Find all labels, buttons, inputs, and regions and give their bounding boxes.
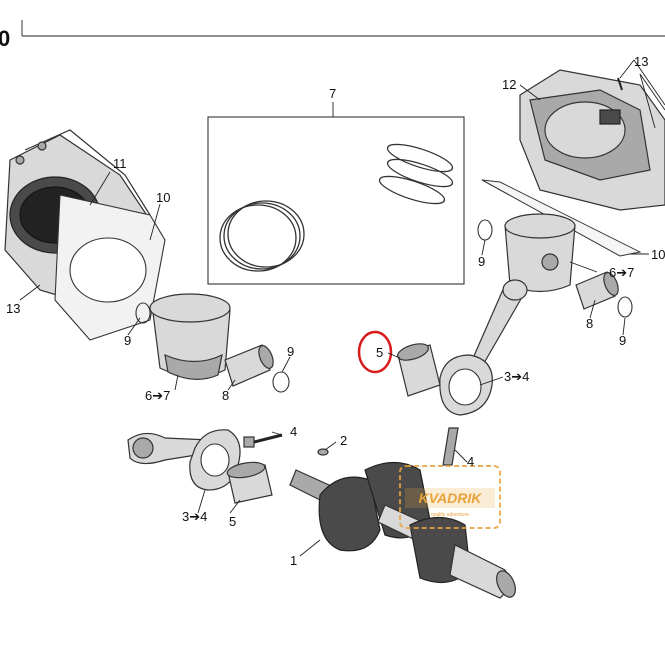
callout-8-left: 8 bbox=[222, 388, 229, 403]
circlip-left-a-icon bbox=[135, 302, 151, 324]
left-connecting-rod-icon bbox=[127, 429, 241, 491]
left-piston-pin-icon bbox=[224, 344, 274, 387]
callout-6-7-right: 6➔7 bbox=[609, 265, 634, 280]
callout-13-left: 13 bbox=[6, 301, 20, 316]
bearing-highlight-icon bbox=[396, 343, 441, 397]
kvadrik-watermark-logo bbox=[399, 465, 501, 529]
crankshaft-icon bbox=[289, 461, 516, 599]
right-piston-icon bbox=[504, 213, 576, 293]
callout-9-c: 9 bbox=[478, 254, 485, 269]
circlip-right-a-icon bbox=[477, 219, 493, 241]
callout-12: 12 bbox=[502, 77, 516, 92]
left-bearing-icon bbox=[226, 461, 273, 504]
callout-4-mid: 4 bbox=[467, 454, 474, 469]
circlip-right-b-icon bbox=[617, 296, 633, 318]
callout-10-left: 10 bbox=[156, 190, 170, 205]
callout-5-highlight: 5 bbox=[376, 345, 383, 360]
right-piston-pin-icon bbox=[575, 271, 619, 310]
highlight-circle bbox=[357, 330, 393, 374]
right-cylinder-bolts-icon bbox=[617, 73, 665, 129]
callout-5-left: 5 bbox=[229, 514, 236, 529]
callout-3-4-right: 3➔4 bbox=[504, 369, 529, 384]
callout-11: 11 bbox=[113, 156, 127, 171]
corner-fragment: 0 bbox=[0, 26, 10, 51]
piston-ring-set-icon bbox=[219, 143, 454, 272]
watermark-brand: KVADRIK bbox=[419, 490, 483, 506]
callout-4-bolt: 4 bbox=[290, 424, 297, 439]
callout-3-4-left: 3➔4 bbox=[182, 509, 207, 524]
callout-9-b: 9 bbox=[287, 344, 294, 359]
circlip-left-b-icon bbox=[272, 371, 290, 393]
bolt-left-icon bbox=[243, 433, 283, 448]
left-piston-icon bbox=[149, 293, 231, 380]
callout-6-7-left: 6➔7 bbox=[145, 388, 170, 403]
callout-2: 2 bbox=[340, 433, 347, 448]
callout-13-right: 13 bbox=[634, 54, 648, 69]
callout-8-right: 8 bbox=[586, 316, 593, 331]
leader-lines bbox=[19, 59, 665, 557]
callout-10-right: 10 bbox=[651, 247, 665, 262]
right-connecting-rod-icon bbox=[439, 279, 528, 416]
rod-bolt-mid-icon bbox=[442, 427, 459, 466]
callout-9-a: 9 bbox=[124, 333, 131, 348]
right-cylinder-icon bbox=[519, 69, 665, 211]
callout-9-d: 9 bbox=[619, 333, 626, 348]
ring-set-box bbox=[207, 116, 465, 285]
watermark-tagline: quality adventure bbox=[431, 512, 469, 518]
dowel-pin-icon bbox=[317, 448, 329, 456]
callout-1: 1 bbox=[290, 553, 297, 568]
left-gasket-icon bbox=[54, 194, 166, 341]
callout-7: 7 bbox=[329, 86, 336, 101]
